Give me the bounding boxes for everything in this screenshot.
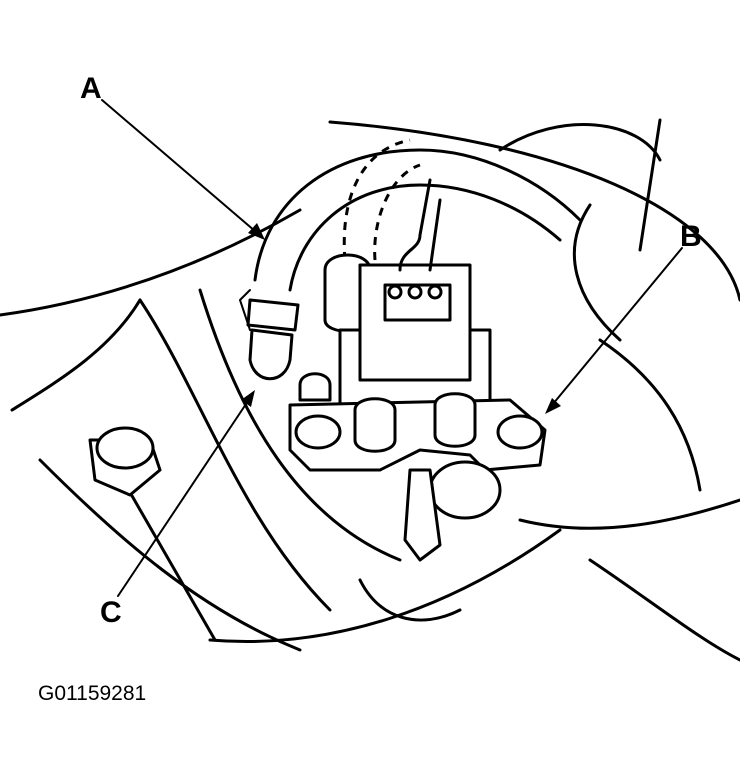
leader-line-b — [547, 247, 683, 411]
leader-line-c — [117, 394, 253, 597]
arrowhead-c — [241, 390, 255, 407]
leader-lines — [101, 99, 683, 597]
mounting-bracket — [288, 372, 547, 472]
callout-label-b: B — [680, 220, 702, 253]
left-bolt — [88, 426, 162, 497]
arrowhead-a — [248, 223, 265, 240]
hidden-hose-dashed — [342, 138, 421, 261]
arrowhead-b — [545, 398, 561, 414]
sensor-assembly — [323, 178, 492, 432]
leader-line-a — [101, 99, 263, 238]
callout-label-a: A — [80, 72, 102, 105]
hose-a — [239, 148, 582, 381]
figure-code: G01159281 — [38, 682, 147, 705]
engine-background-contours — [0, 118, 740, 662]
callout-label-c: C — [100, 596, 122, 629]
lower-bolt — [403, 460, 502, 562]
